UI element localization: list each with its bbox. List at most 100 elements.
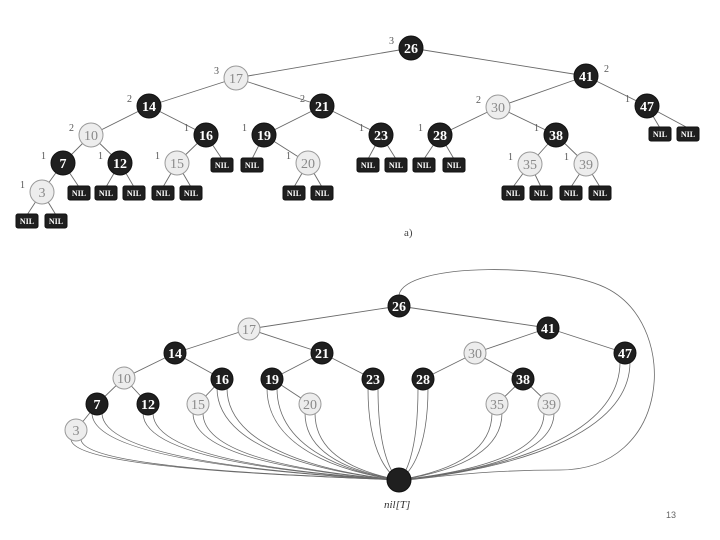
caption-a: a)	[404, 227, 413, 239]
svg-text:41: 41	[579, 70, 593, 85]
sentinel-link	[304, 412, 400, 481]
svg-text:23: 23	[366, 373, 380, 388]
sentinel-link	[377, 387, 400, 481]
tree-edge	[174, 328, 250, 354]
tree-edge	[474, 327, 549, 354]
svg-text:10: 10	[84, 129, 98, 144]
svg-text:14: 14	[142, 100, 156, 115]
svg-text:10: 10	[117, 372, 131, 387]
tree-node-16: 16	[210, 367, 234, 391]
svg-text:47: 47	[640, 100, 654, 115]
svg-text:38: 38	[549, 129, 563, 144]
tree-edge	[497, 75, 587, 108]
svg-text:14: 14	[168, 347, 182, 362]
svg-text:20: 20	[303, 398, 317, 413]
tree-edge	[248, 305, 400, 330]
sentinel-link	[202, 412, 400, 481]
tree-node-19: 19	[260, 367, 284, 391]
tree-node-47: 47 1	[625, 93, 660, 119]
svg-text:NIL: NIL	[653, 130, 667, 139]
svg-text:NIL: NIL	[20, 217, 34, 226]
nil-leaf: NIL	[210, 157, 234, 173]
nil-leaf: NIL	[356, 157, 380, 173]
tree-node-39: 391	[564, 151, 599, 177]
tree-node-16: 161	[184, 122, 219, 148]
tree-node-10: 102	[69, 122, 104, 148]
sentinel-link	[80, 438, 400, 481]
svg-text:17: 17	[242, 323, 256, 338]
svg-text:20: 20	[301, 157, 315, 172]
svg-text:16: 16	[215, 373, 229, 388]
tree-edge	[248, 328, 323, 354]
svg-text:21: 21	[315, 100, 329, 115]
nil-leaf: NIL	[179, 185, 203, 201]
tree-node-10: 10	[112, 366, 136, 390]
nil-leaf: NIL	[501, 185, 525, 201]
page-number: 13	[666, 510, 676, 520]
nil-leaf: NIL	[384, 157, 408, 173]
tree-node-19: 191	[242, 122, 277, 148]
svg-text:30: 30	[491, 101, 505, 116]
svg-text:3: 3	[39, 186, 46, 201]
sentinel-link	[398, 412, 503, 481]
tree-node-35: 35	[485, 392, 509, 416]
svg-text:NIL: NIL	[389, 161, 403, 170]
black-height-label: 1	[359, 123, 364, 134]
svg-text:39: 39	[579, 158, 593, 173]
nil-leaf: NIL	[559, 185, 583, 201]
tree-node-47: 47	[613, 341, 637, 365]
svg-text:NIL: NIL	[287, 189, 301, 198]
tree-node-12: 121	[98, 150, 133, 176]
svg-text:28: 28	[433, 129, 447, 144]
tree-edge	[148, 77, 237, 107]
sentinel-link	[314, 412, 400, 481]
black-height-label: 1	[508, 152, 513, 163]
nil-leaf: NIL	[676, 126, 700, 142]
tree-node-23: 231	[359, 122, 394, 148]
svg-text:NIL: NIL	[315, 189, 329, 198]
sentinel-link	[398, 387, 429, 481]
nil-leaf: NIL	[240, 157, 264, 173]
black-height-label: 1	[286, 151, 291, 162]
black-height-label: 2	[127, 94, 132, 105]
black-height-label: 1	[625, 94, 630, 105]
svg-text:3: 3	[73, 424, 80, 439]
tree-node-30: 30 2	[476, 94, 511, 120]
svg-text:35: 35	[523, 158, 537, 173]
svg-text:21: 21	[315, 347, 329, 362]
svg-text:NIL: NIL	[184, 189, 198, 198]
tree-node-30: 30	[463, 341, 487, 365]
black-height-label: 2	[476, 95, 481, 106]
sentinel-label: nil[T]	[384, 499, 410, 511]
tree-node-15: 15	[186, 392, 210, 416]
tree-edge	[547, 327, 626, 354]
nil-leaf: NIL	[151, 185, 175, 201]
tree-node-7: 7	[85, 392, 109, 416]
sentinel-node	[386, 467, 412, 493]
svg-text:26: 26	[404, 42, 418, 57]
black-height-label: 1	[20, 180, 25, 191]
nil-leaf: NIL	[310, 185, 334, 201]
svg-text:NIL: NIL	[156, 189, 170, 198]
svg-text:15: 15	[170, 157, 184, 172]
sentinel-link	[192, 412, 400, 481]
tree-node-41: 41	[536, 316, 560, 340]
svg-text:NIL: NIL	[593, 189, 607, 198]
tree-node-28: 281	[418, 122, 453, 148]
nil-leaf: NIL	[648, 126, 672, 142]
svg-text:15: 15	[191, 398, 205, 413]
tree-node-23: 23	[361, 367, 385, 391]
tree-edge	[398, 305, 549, 329]
tree-node-15: 151	[155, 150, 190, 176]
svg-text:7: 7	[94, 398, 101, 413]
tree-edge	[235, 47, 412, 79]
black-height-label: 1	[184, 123, 189, 134]
tree-edge	[235, 77, 323, 107]
nil-leaf: NIL	[67, 185, 91, 201]
svg-text:NIL: NIL	[564, 189, 578, 198]
tree-node-21: 21	[310, 341, 334, 365]
black-height-label: 1	[534, 123, 539, 134]
svg-text:28: 28	[416, 373, 430, 388]
